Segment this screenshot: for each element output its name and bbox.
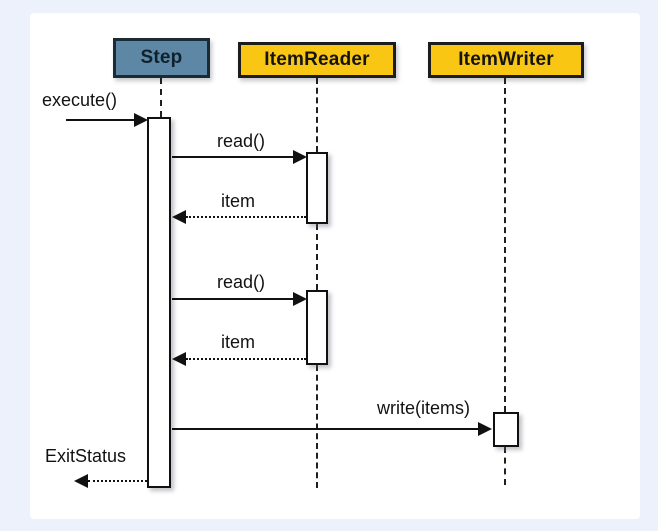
message-line-read-1: [172, 156, 294, 158]
message-line-execute: [66, 119, 136, 121]
itemreader-activation-bar-1: [306, 152, 328, 224]
participant-itemreader-label: ItemReader: [264, 49, 370, 70]
message-line-read-2: [172, 298, 294, 300]
itemwriter-lifeline-segment-1: [504, 78, 506, 412]
message-label-item-1: item: [221, 191, 256, 211]
message-label-read-1: read(): [217, 131, 266, 151]
itemwriter-activation-bar: [493, 412, 519, 447]
message-label-write-items: write(items): [377, 398, 470, 418]
message-label-read-2: read(): [217, 272, 266, 292]
step-activation-bar: [147, 117, 171, 488]
execute-arrowhead-icon: [134, 113, 148, 127]
itemreader-lifeline-segment-1: [316, 78, 318, 152]
message-line-item-2: [186, 358, 306, 360]
participant-itemreader-box: ItemReader: [238, 42, 396, 78]
itemreader-lifeline-segment-2: [316, 224, 318, 290]
itemwriter-lifeline-segment-2: [504, 447, 506, 485]
read-2-arrowhead-icon: [293, 292, 307, 306]
participant-itemwriter-label: ItemWriter: [458, 49, 554, 70]
itemreader-lifeline-segment-3: [316, 365, 318, 488]
item-2-arrowhead-icon: [172, 352, 186, 366]
item-1-arrowhead-icon: [172, 210, 186, 224]
step-lifeline: [160, 78, 162, 117]
diagram-panel: [30, 13, 640, 519]
message-line-exitstatus: [88, 480, 147, 482]
read-1-arrowhead-icon: [293, 150, 307, 164]
participant-itemwriter-box: ItemWriter: [428, 42, 584, 78]
message-label-exitstatus: ExitStatus: [45, 446, 127, 466]
message-label-item-2: item: [221, 332, 256, 352]
itemreader-activation-bar-2: [306, 290, 328, 365]
message-label-execute: execute(): [42, 90, 118, 110]
participant-step-box: Step: [113, 38, 210, 78]
exitstatus-arrowhead-icon: [74, 474, 88, 488]
message-line-item-1: [186, 216, 306, 218]
participant-step-label: Step: [140, 47, 183, 68]
write-items-arrowhead-icon: [478, 422, 492, 436]
message-line-write-items: [172, 428, 479, 430]
